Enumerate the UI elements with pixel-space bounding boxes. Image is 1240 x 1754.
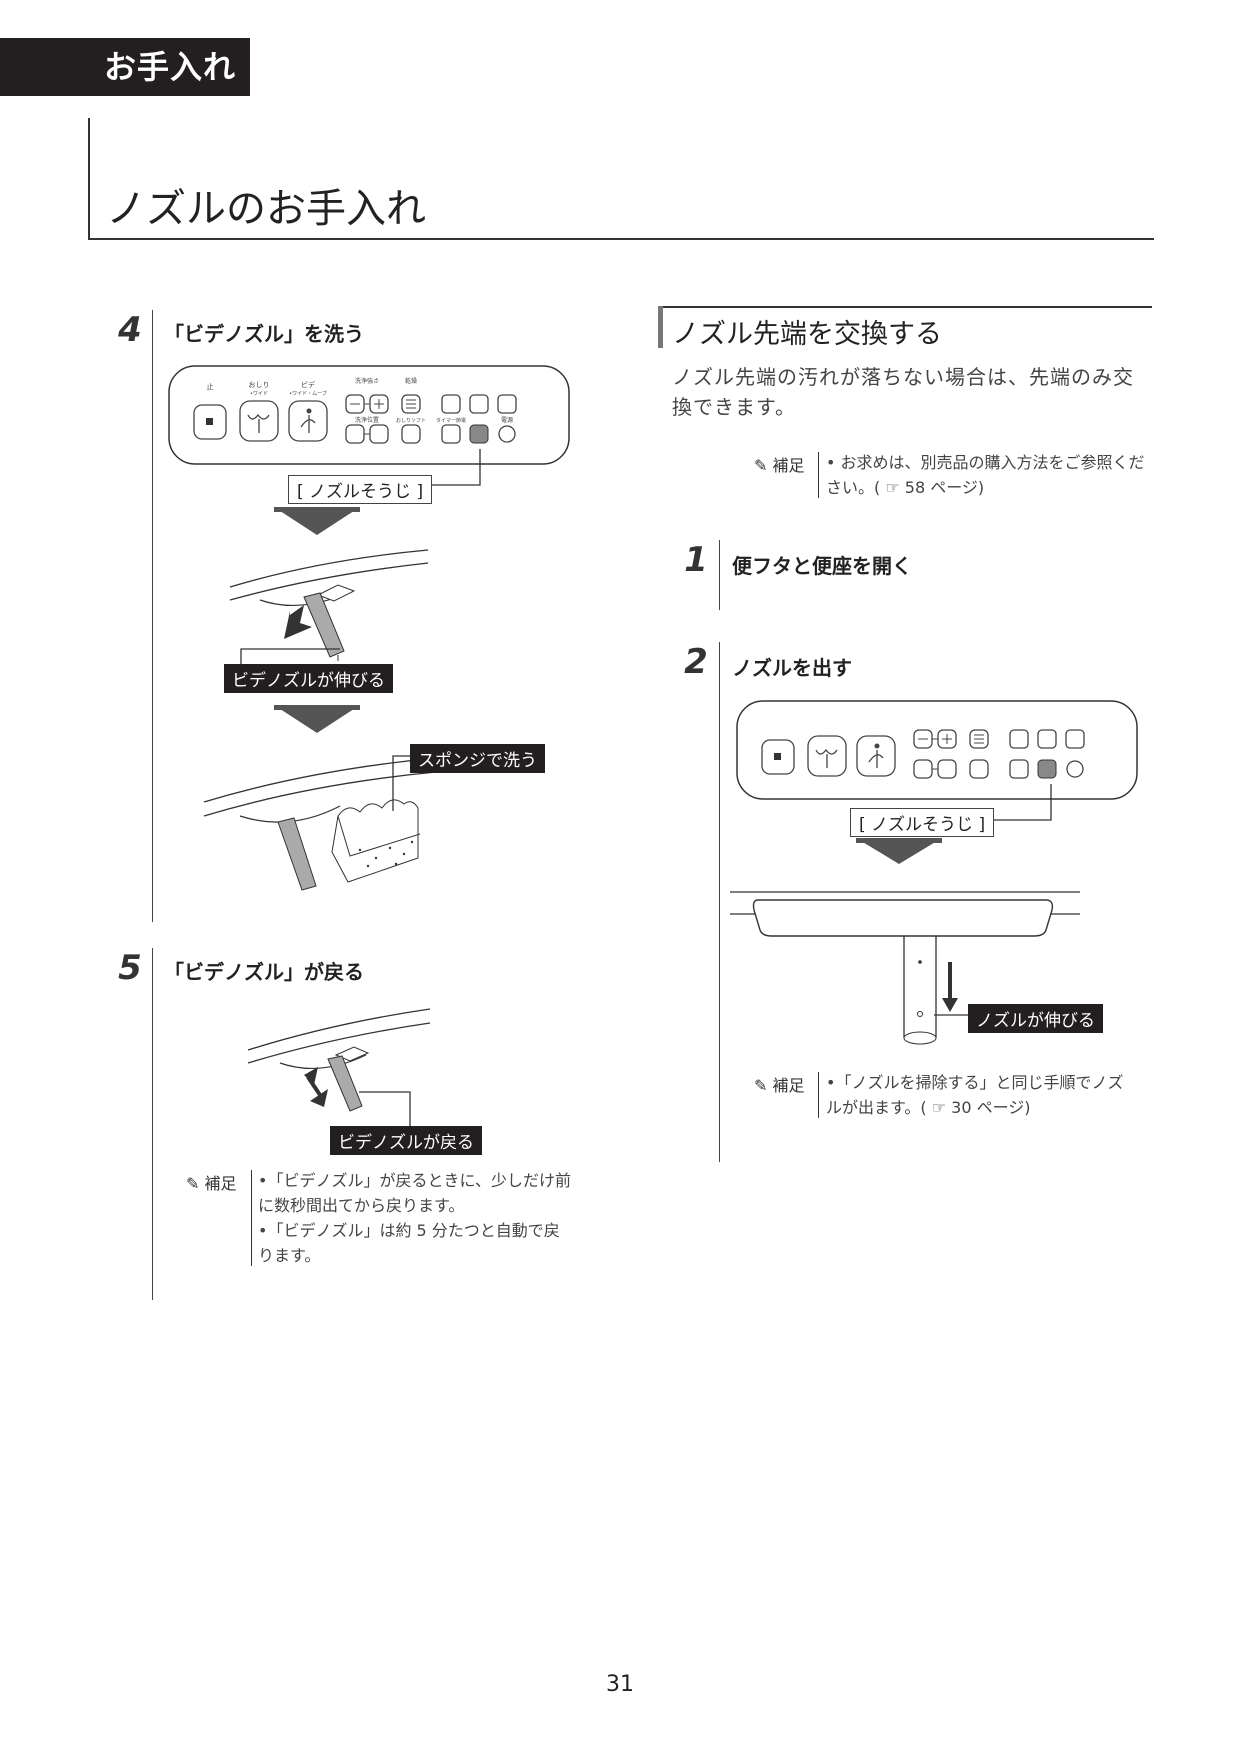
svg-text:乾燥: 乾燥: [405, 377, 417, 385]
note-label: 補足: [772, 456, 805, 475]
down-arrow-icon: [274, 507, 360, 535]
section-title: ノズル先端を交換する: [672, 319, 942, 350]
svg-text:おしりソフト: おしりソフト: [396, 417, 426, 424]
nozzle-front-illustration: [730, 891, 1080, 1045]
wash-with-sponge-label: スポンジで洗う: [410, 744, 545, 773]
section-header-bar: [658, 306, 663, 348]
note-block: ✎ 補足: [754, 1072, 805, 1096]
nozzle-clean-button-label: [ ノズルそうじ ]: [288, 475, 433, 504]
nozzle-extends-label: ノズルが伸びる: [968, 1004, 1103, 1033]
svg-text:止: 止: [207, 382, 214, 391]
sponge-wash-illustration: [203, 757, 437, 891]
note-text: •「ノズルを掃除する」と同じ手順でノズルが出ます。( ☞ 30 ページ): [826, 1073, 1124, 1117]
nozzle-extends-label: ビデノズルが伸びる: [224, 664, 393, 693]
step-1-number: 1: [684, 540, 708, 580]
callout-leader: [240, 648, 340, 666]
note-label: 補足: [204, 1174, 237, 1193]
callout-leader: [934, 1014, 974, 1016]
step-5-number: 5: [118, 948, 142, 988]
note-text: • お求めは、別売品の購入方法をご参照ください。( ☞ 58 ページ): [826, 453, 1145, 497]
callout-leader: [359, 1091, 411, 1127]
nozzle-returns-label: ビデノズルが戻る: [330, 1126, 482, 1155]
down-arrow-icon: [856, 838, 942, 864]
step-5-title: 「ビデノズル」が戻る: [164, 960, 364, 984]
step-2-number: 2: [684, 642, 708, 682]
nozzle-return-illustration: [247, 1008, 431, 1112]
step-5-rule: [152, 948, 153, 1300]
step-1-rule: [719, 540, 720, 610]
note-label: 補足: [772, 1076, 805, 1095]
pencil-icon: ✎: [754, 456, 768, 475]
callout-leader: [392, 755, 416, 811]
pencil-icon: ✎: [754, 1076, 768, 1095]
pencil-icon: ✎: [186, 1174, 200, 1193]
svg-text:•ワイド: •ワイド: [250, 391, 268, 397]
page-title: ノズルのお手入れ: [106, 186, 426, 232]
callout-leader: [981, 784, 1052, 821]
note-block: ✎ 補足: [754, 452, 805, 476]
note-item: •「ビデノズル」が戻るときに、少しだけ前に数秒間出てから戻ります。: [258, 1171, 571, 1215]
note-item: •「ビデノズル」は約 5 分たつと自動で戻ります。: [258, 1221, 560, 1265]
step-4-rule: [152, 310, 153, 922]
control-panel-illustration: 止 おしり •ワイド ビデ •ワイド・ムーブ 洗浄強さ 乾燥 洗浄位置 おしりソ…: [168, 365, 570, 465]
svg-text:•ワイド・ムーブ: •ワイド・ムーブ: [289, 390, 327, 397]
step-1-title: 便フタと便座を開く: [732, 554, 912, 578]
intro-paragraph: ノズル先端の汚れが落ちない場合は、先端のみ交換できます。: [672, 365, 1134, 419]
section-header-rule: [658, 306, 1152, 350]
step-4-title: 「ビデノズル」を洗う: [164, 322, 364, 346]
note-text: •「ビデノズル」が戻るときに、少しだけ前に数秒間出てから戻ります。 •「ビデノズ…: [258, 1168, 574, 1268]
callout-leader: [421, 449, 481, 486]
step-2-rule: [719, 642, 720, 1162]
title-frame: [88, 118, 1154, 240]
svg-text:タイマー節電: タイマー節電: [436, 417, 466, 424]
nozzle-clean-button-highlight: [469, 424, 489, 444]
nozzle-extend-illustration: [229, 549, 429, 661]
down-arrow-icon: [274, 705, 360, 733]
svg-text:電源: 電源: [501, 416, 513, 424]
svg-text:洗浄強さ: 洗浄強さ: [355, 377, 379, 385]
nozzle-clean-button-label: [ ノズルそうじ ]: [850, 808, 995, 837]
note-divider: [251, 1170, 252, 1266]
note-divider: [818, 452, 819, 498]
svg-text:おしり: おしり: [249, 381, 270, 389]
note-block: ✎ 補足: [186, 1170, 237, 1194]
control-panel-illustration: [736, 700, 1138, 800]
note-divider: [818, 1072, 819, 1118]
step-2-title: ノズルを出す: [732, 656, 852, 680]
svg-text:洗浄位置: 洗浄位置: [355, 416, 379, 424]
section-tab: お手入れ: [0, 38, 250, 96]
svg-text:ビデ: ビデ: [301, 380, 315, 389]
page-number: 31: [606, 1672, 634, 1697]
step-4-number: 4: [118, 310, 142, 350]
bidet-button: [288, 400, 328, 442]
